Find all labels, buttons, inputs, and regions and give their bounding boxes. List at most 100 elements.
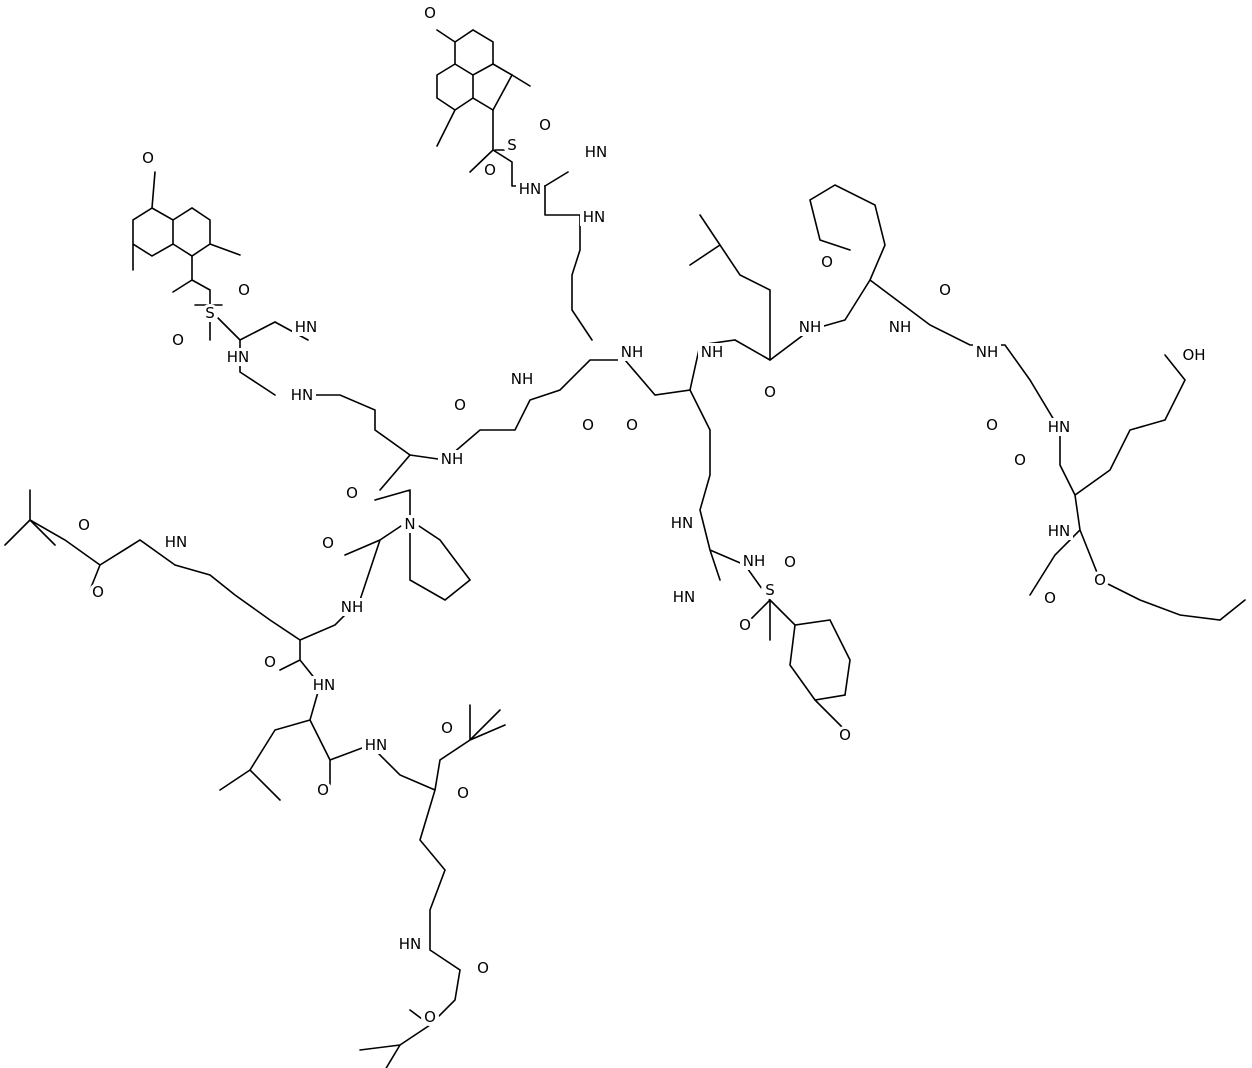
atom-s: S xyxy=(765,581,775,599)
atom-label-hn-6: HN xyxy=(288,386,316,404)
atom-o: O xyxy=(346,484,358,502)
atom-hn: HN xyxy=(673,588,696,606)
atom-o: O xyxy=(821,253,833,271)
atom-nh: NH xyxy=(441,450,464,468)
atom-label-hn-2: HN xyxy=(516,180,544,198)
atom-label-layer: O O S O HN HN HN O S O O HN HN HN O O NH… xyxy=(75,4,1208,1026)
atom-label-o-27: O xyxy=(781,553,799,571)
atom-o: O xyxy=(1044,589,1056,607)
atom-label-o-21: O xyxy=(818,253,836,271)
atom-label-hn-13: HN xyxy=(668,514,696,532)
atom-label-hn-5: HN xyxy=(224,348,252,366)
atom-hn: HN xyxy=(585,143,608,161)
atom-label-o-22: O xyxy=(936,281,954,299)
atom-label-nh-5: NH xyxy=(698,343,726,361)
atom-nh: NH xyxy=(511,370,534,388)
atom-label-o-3: O xyxy=(481,161,499,179)
atom-nh: NH xyxy=(701,343,724,361)
atom-nh: NH xyxy=(341,598,364,616)
atom-label-hn-8: HN xyxy=(162,533,190,551)
atom-label-nh-4: NH xyxy=(618,343,646,361)
atom-label-o-2: O xyxy=(536,116,554,134)
atom-o: O xyxy=(839,726,851,744)
bond-layer xyxy=(4,29,1246,1068)
atom-nh: NH xyxy=(743,552,766,570)
atom-label-o-9: O xyxy=(319,534,337,552)
atom-label-o-16: O xyxy=(474,959,492,977)
atom-nh: NH xyxy=(799,318,822,336)
atom-label-o-14: O xyxy=(438,719,456,737)
atom-label-o-6: O xyxy=(235,281,253,299)
atom-hn: HN xyxy=(365,736,388,754)
atom-o: O xyxy=(582,416,594,434)
atom-label-hn-14: HN xyxy=(670,588,698,606)
atom-label-nh-9: NH xyxy=(740,552,768,570)
atom-label-o-26: O xyxy=(1091,571,1109,589)
atom-label-n-1: N xyxy=(401,515,419,533)
atom-label-hn-10: HN xyxy=(396,935,424,953)
atom-o: O xyxy=(264,653,276,671)
atom-o: O xyxy=(92,583,104,601)
atom-hn: HN xyxy=(291,386,314,404)
atom-hn: HN xyxy=(1048,522,1071,540)
atom-label-hn-3: HN xyxy=(580,208,608,226)
atom-o: O xyxy=(739,616,751,634)
atom-o: O xyxy=(457,784,469,802)
atom-o: O xyxy=(78,516,90,534)
atom-o: O xyxy=(484,161,496,179)
atom-label-o-11: O xyxy=(75,516,93,534)
atom-hn: HN xyxy=(1048,418,1071,436)
atom-label-s-3: S xyxy=(761,581,779,599)
atom-n: N xyxy=(404,515,415,533)
atom-label-o-23: O xyxy=(983,416,1001,434)
atom-o: O xyxy=(441,719,453,737)
atom-o: O xyxy=(539,116,551,134)
atom-label-o-8: O xyxy=(343,484,361,502)
atom-s: S xyxy=(205,304,215,322)
atom-nh: NH xyxy=(621,343,644,361)
atom-o: O xyxy=(322,534,334,552)
atom-nh: NH xyxy=(976,343,999,361)
atom-hn: HN xyxy=(671,514,694,532)
atom-o: O xyxy=(764,383,776,401)
atom-label-o-28: O xyxy=(736,616,754,634)
atom-hn: HN xyxy=(583,208,606,226)
atom-label-nh-1: NH xyxy=(438,450,466,468)
atom-label-o-17: O xyxy=(421,1008,439,1026)
atom-nh: NH xyxy=(889,318,912,336)
atom-label-o-10: O xyxy=(261,653,279,671)
atom-label-o-1: O xyxy=(421,4,439,22)
atom-label-hn-4: HN xyxy=(292,318,320,336)
atom-label-o-29: O xyxy=(836,726,854,744)
atom-o: O xyxy=(1094,571,1106,589)
atom-label-o-25: O xyxy=(1041,589,1059,607)
atom-label-hn-1: HN xyxy=(582,143,610,161)
atom-label-hn-9: HN xyxy=(362,736,390,754)
atom-label-o-19: O xyxy=(623,416,641,434)
atom-o: O xyxy=(238,281,250,299)
atom-label-o-18: O xyxy=(579,416,597,434)
atom-o: O xyxy=(477,959,489,977)
atom-label-o-4: O xyxy=(139,149,157,167)
atom-hn: HN xyxy=(313,676,336,694)
atom-label-s-2: S xyxy=(201,304,219,322)
atom-o: O xyxy=(424,1008,436,1026)
atom-label-o-15: O xyxy=(454,784,472,802)
atom-label-oh-1: OH xyxy=(1180,346,1208,364)
atom-label-o-12: O xyxy=(89,583,107,601)
atom-s: S xyxy=(507,136,517,154)
atom-hn: HN xyxy=(399,935,422,953)
atom-oh: OH xyxy=(1182,346,1205,364)
atom-o: O xyxy=(986,416,998,434)
atom-o: O xyxy=(142,149,154,167)
atom-label-o-7: O xyxy=(451,396,469,414)
atom-label-s-1: S xyxy=(503,136,521,154)
atom-o: O xyxy=(454,396,466,414)
atom-label-o-24: O xyxy=(1011,451,1029,469)
atom-o: O xyxy=(939,281,951,299)
atom-o: O xyxy=(784,553,796,571)
atom-label-o-20: O xyxy=(761,383,779,401)
atom-label-nh-2: NH xyxy=(338,598,366,616)
atom-hn: HN xyxy=(519,180,542,198)
